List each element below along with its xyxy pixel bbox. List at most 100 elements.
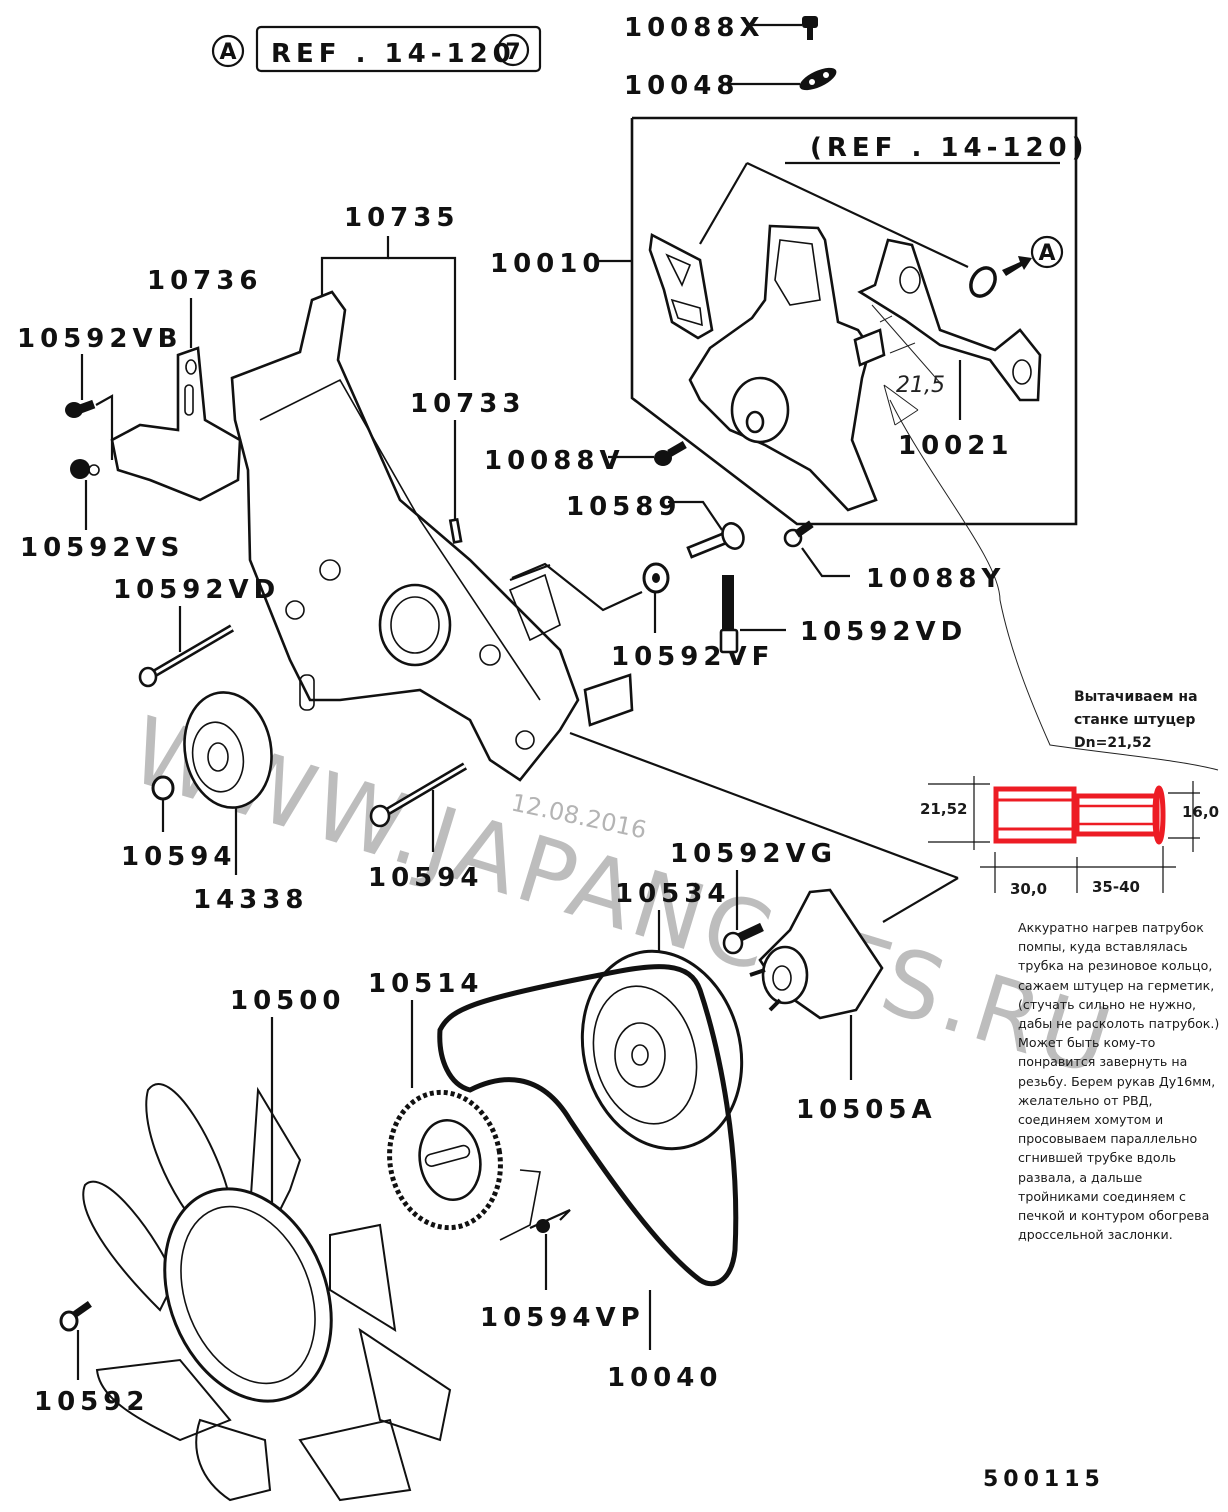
water-pump-drawing <box>688 224 878 512</box>
nut-icon <box>151 775 175 801</box>
part-10592vb[interactable]: 10592VB <box>17 324 182 460</box>
arrow-right-icon <box>1002 256 1032 276</box>
part-10592vg[interactable]: 10592VG <box>670 839 837 955</box>
dim-length-2: 35-40 <box>1092 878 1140 896</box>
part-10010[interactable]: 10010 (REF . 14-120) A <box>490 116 1089 526</box>
part-10555[interactable]: 10592VF <box>611 562 774 672</box>
part-label: 10592VG <box>670 839 837 869</box>
annotation-heading-line: Dn=21,52 <box>1074 735 1152 751</box>
small-bracket-drawing <box>110 346 242 502</box>
part-label: 10733 <box>410 389 525 419</box>
handwritten-markup: 21,5 <box>871 304 1219 771</box>
leader-line-to-fitting <box>889 399 1219 771</box>
gasket-right-drawing <box>857 238 1042 402</box>
part-14338[interactable]: 14338 <box>176 685 309 915</box>
part-10735[interactable]: 10735 <box>320 203 459 380</box>
part-10589[interactable]: 10589 <box>566 492 747 559</box>
part-10048[interactable]: 10048 <box>624 63 840 101</box>
part-label: 10505A <box>796 1095 937 1125</box>
part-label: 10735 <box>344 203 459 233</box>
bracket-drawing <box>230 290 643 782</box>
part-10592vs[interactable]: 10592VS <box>20 459 184 563</box>
part-10592[interactable]: 10592 <box>34 1300 149 1417</box>
part-label: 10589 <box>566 492 681 522</box>
part-10592vf[interactable]: 10592VD <box>719 575 967 654</box>
part-label: 10088Y <box>866 564 1005 594</box>
annotation-heading-line: Вытачиваем на <box>1074 689 1198 705</box>
part-10594[interactable]: 10594 <box>121 775 236 872</box>
pump-ref-circle-a-letter: A <box>1038 241 1055 266</box>
part-label: 10010 <box>490 249 605 279</box>
part-label: 10592VB <box>17 324 182 354</box>
part-label: 14338 <box>193 885 308 915</box>
part-10500[interactable]: 10500 <box>82 986 452 1502</box>
bolt-icon <box>138 666 158 688</box>
gasket-icon <box>799 67 837 91</box>
ref-circle-7 <box>496 33 530 67</box>
part-10592vd-b[interactable]: 10594 <box>368 762 483 893</box>
bolt-icon <box>802 16 818 28</box>
part-label: 10048 <box>624 71 739 101</box>
fitting-drawing: 21,52 16,0 30,0 35-40 <box>920 776 1219 898</box>
dim-inner-diameter: 16,0 <box>1182 803 1219 821</box>
part-10040[interactable]: 10040 <box>437 964 739 1393</box>
bolt-icon <box>59 1310 79 1332</box>
annotation-body: Аккуратно нагрев патрубок помпы, куда вс… <box>1018 920 1220 1243</box>
part-label: 10592VD <box>113 575 280 605</box>
part-10088v[interactable]: 10088V <box>484 441 687 476</box>
ref-circle-7-number: 7 <box>505 40 520 65</box>
part-label: 10594VP <box>480 1303 645 1333</box>
part-label: 10592VS <box>20 533 184 563</box>
part-label: 10514 <box>368 969 483 999</box>
leader-line <box>569 731 959 880</box>
part-label: 10592 <box>34 1387 149 1417</box>
part-label: 10594 <box>121 842 236 872</box>
part-10736[interactable]: 10736 <box>110 266 262 502</box>
annotation-heading-line: станке штуцер <box>1074 712 1196 728</box>
fan-drawing <box>82 1083 452 1502</box>
ref-text: REF . 14-120 <box>271 39 516 69</box>
part-label: 10534 <box>615 879 730 909</box>
part-label: 10088X <box>624 13 765 43</box>
part-10088x[interactable]: 10088X <box>624 13 818 43</box>
bolt-icon <box>369 804 391 828</box>
leader-line <box>882 877 959 923</box>
part-10733[interactable]: 10733 <box>410 389 525 544</box>
bolt-icon <box>654 450 672 466</box>
fitting-small-section <box>1074 793 1160 837</box>
stud-icon <box>722 575 734 630</box>
part-label: 10040 <box>607 1363 722 1393</box>
part-10088y[interactable]: 10088Y <box>783 520 1005 594</box>
fitting-flare <box>1152 785 1166 845</box>
nut-icon <box>536 1219 550 1233</box>
pump-ref-circle-a <box>1030 235 1064 269</box>
part-label: 10021 <box>898 431 1013 461</box>
belt-drawing <box>437 964 739 1287</box>
pump-kit-frame <box>630 116 1078 526</box>
diagram-number: 500115 <box>983 1467 1105 1492</box>
part-label: 10592VF <box>611 642 774 672</box>
part-10592vd-a[interactable]: 10592VD <box>113 575 280 688</box>
bolt-icon <box>722 931 744 955</box>
bolt-icon <box>65 402 83 418</box>
pump-ref-label: (REF . 14-120) <box>810 133 1089 163</box>
dim-length-1: 30,0 <box>1010 880 1047 898</box>
fitting-large-section <box>993 786 1077 844</box>
part-label: 10500 <box>230 986 345 1016</box>
ref-circle-a-letter: A <box>219 40 236 65</box>
part-10594vp[interactable]: 10594VP <box>480 1208 645 1333</box>
part-10514[interactable]: 10514 <box>368 969 541 1241</box>
part-label: 10592VD <box>800 617 967 647</box>
idler-pulley-drawing <box>183 691 273 809</box>
part-label: 10088V <box>484 446 625 476</box>
ref-box: A REF . 14-120 7 <box>211 25 542 73</box>
ref-circle-a <box>211 34 245 68</box>
nut-icon <box>70 459 90 479</box>
ref-frame <box>255 25 542 73</box>
annotation-heading: Вытачиваем на станке штуцер Dn=21,52 <box>1074 686 1224 755</box>
gasket-left-drawing <box>648 232 714 340</box>
part-10505a[interactable]: 10505A <box>749 888 937 1125</box>
handwritten-dimension: 21,5 <box>896 373 945 398</box>
pin-icon <box>448 517 463 544</box>
